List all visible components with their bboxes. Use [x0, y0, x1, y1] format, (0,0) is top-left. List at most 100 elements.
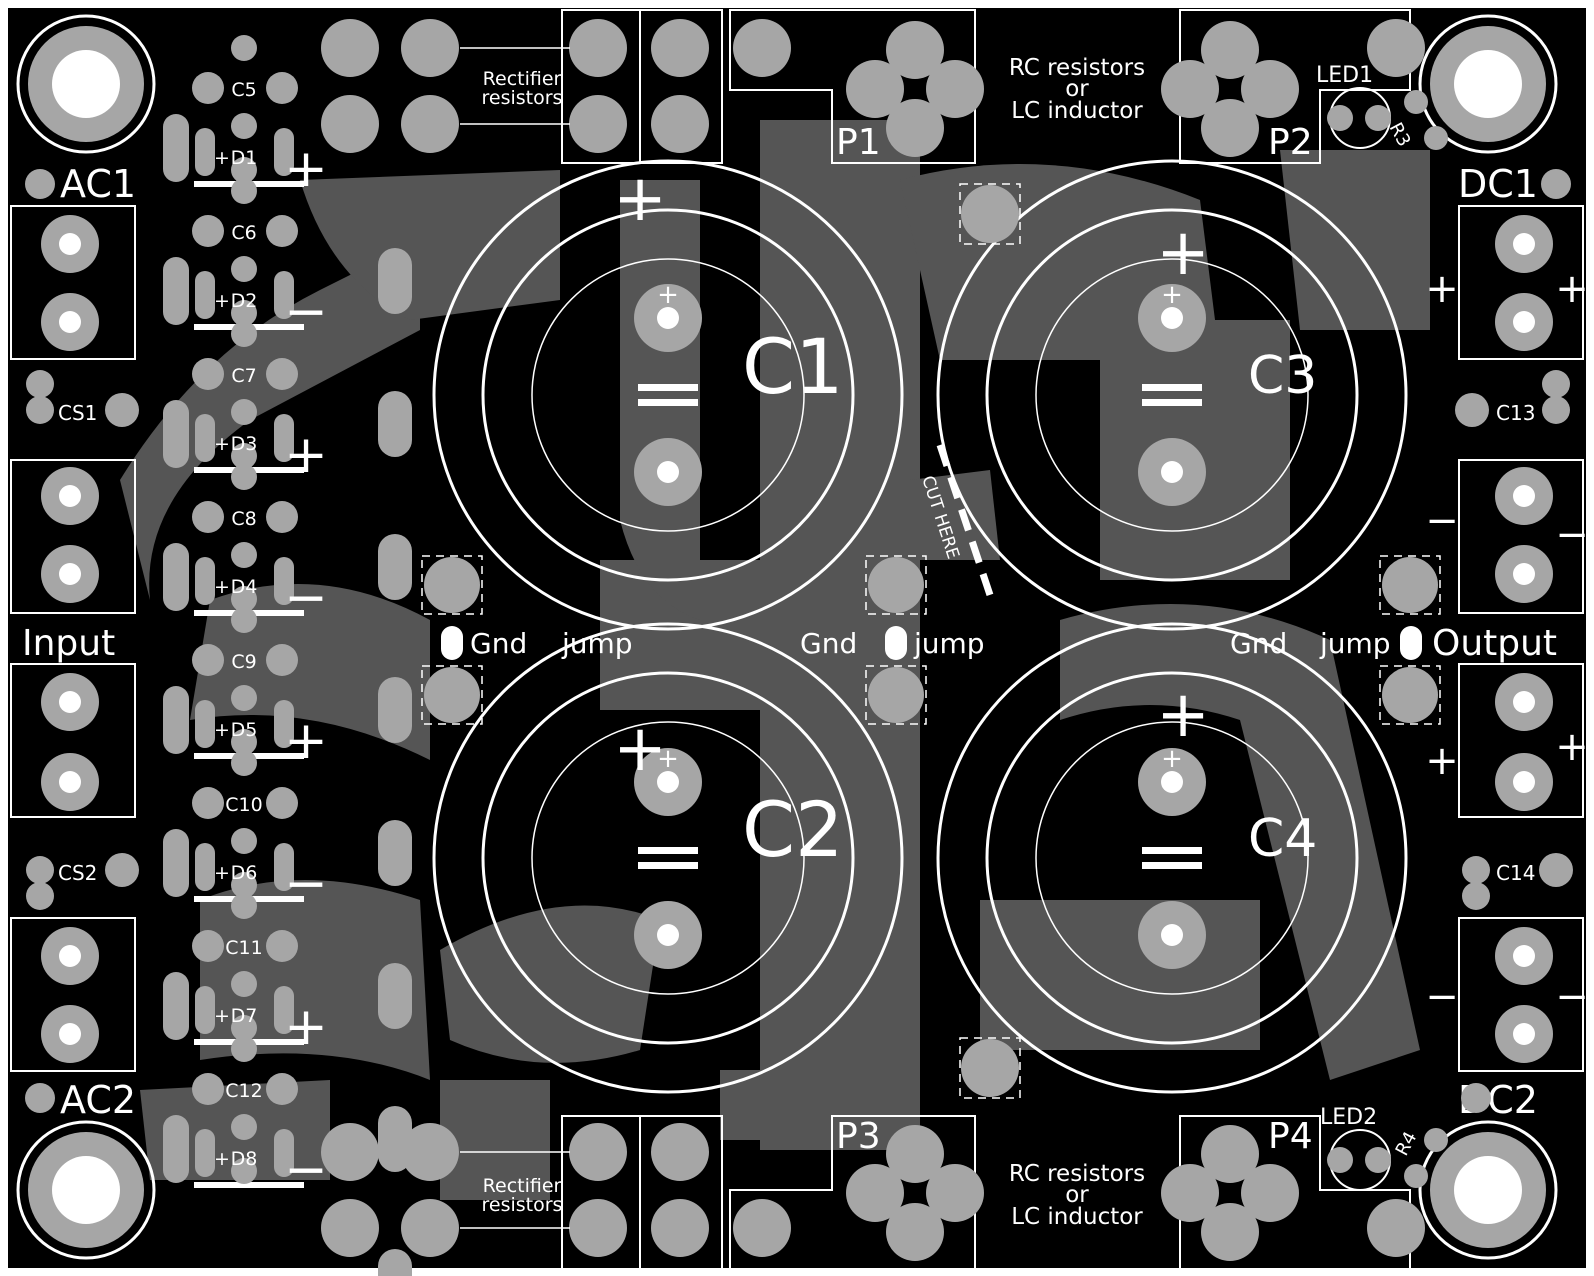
c14-label: C14	[1496, 861, 1535, 885]
dc1-label: DC1	[1458, 162, 1538, 206]
capacitor-c3: + + C3	[936, 159, 1408, 631]
filter-bottom-line2: or	[1065, 1182, 1089, 1208]
diode-pad-left-inner	[195, 1129, 215, 1177]
cap-pad-top	[231, 750, 257, 776]
mounting-hole-bottom-left	[16, 1120, 156, 1260]
c2-pin-plus: +	[657, 744, 679, 774]
diode-pad-left-inner	[195, 271, 215, 319]
snubbers	[25, 169, 1573, 1113]
cap-pad-top	[231, 607, 257, 633]
cap-pad-top	[231, 464, 257, 490]
c3-label: C3	[1248, 346, 1317, 406]
cap-pad-left	[192, 72, 224, 104]
output-polarity: + + − − + + − −	[1425, 266, 1589, 1020]
right-terminals	[1458, 205, 1584, 1072]
jump-label-1: jump	[561, 627, 633, 660]
diode-center-pad	[231, 872, 257, 898]
p2-label: P2	[1268, 122, 1313, 163]
diode-column: C5D1++C6D2+−C7D3++C8D4+−C9D5++C10D6+−C11…	[163, 35, 412, 1276]
dc2-minus-mark-2: −	[1555, 974, 1589, 1020]
dc1-plus-mark: +	[1425, 266, 1459, 312]
diode-pad-right	[274, 986, 294, 1034]
cap-pad-left	[192, 1073, 224, 1105]
p3-label: P3	[836, 1116, 881, 1157]
diode-pad-right	[274, 271, 294, 319]
cap-pad-bottom	[231, 828, 257, 854]
small-cap-label: C7	[231, 365, 256, 387]
c1-pin-plus: +	[657, 280, 679, 310]
diode-plus: +	[214, 433, 230, 455]
small-cap-label: C10	[225, 794, 262, 816]
cap-pad-bottom	[231, 542, 257, 568]
diode-center-pad	[231, 729, 257, 755]
dc1-minus-mark-2: −	[1555, 512, 1589, 558]
rectifier-resistors-top	[321, 9, 723, 164]
diode-pad-left-inner	[195, 414, 215, 462]
led2	[1327, 1128, 1448, 1191]
diode-bar	[194, 1182, 304, 1188]
diode-pad-right	[274, 700, 294, 748]
mounting-hole-bottom-right	[1418, 1120, 1558, 1260]
small-cap-label: C6	[231, 222, 256, 244]
cs1-label: CS1	[58, 401, 97, 425]
ground-jump-pads	[421, 183, 1441, 1099]
led1	[1327, 87, 1448, 150]
cap-pad-bottom	[231, 256, 257, 282]
c13-label: C13	[1496, 401, 1535, 425]
ac1-label: AC1	[60, 162, 136, 206]
diode-center-pad	[231, 300, 257, 326]
small-cap-label: C12	[225, 1080, 262, 1102]
cap-pad-left	[192, 501, 224, 533]
diode-label: D7	[231, 1005, 258, 1027]
diode-center-pad	[231, 157, 257, 183]
cap-pad-bottom	[231, 1114, 257, 1140]
output-label: Output	[1432, 623, 1557, 664]
rectifier-label-bottom-2: resistors	[482, 1194, 563, 1216]
dc2-minus-mark: −	[1425, 974, 1459, 1020]
dc2-plus-mark-2: +	[1555, 724, 1589, 770]
c4-plus-mark: +	[1156, 678, 1210, 752]
diode-center-pad	[231, 586, 257, 612]
small-cap-label: C8	[231, 508, 256, 530]
rail-plus-mark: +	[284, 139, 328, 199]
filter-bottom	[729, 1115, 1425, 1270]
diode-pad-left	[163, 257, 189, 325]
c1-plus-mark: +	[613, 162, 667, 236]
cap-pad-right	[266, 787, 298, 819]
rail-minus-mark: −	[284, 568, 328, 628]
diode-pad-left-inner	[195, 843, 215, 891]
jump-label-3: jump	[1319, 627, 1391, 660]
rail-pad	[378, 820, 412, 886]
c3-plus-mark: +	[1156, 216, 1210, 290]
rectifier-label-top-1: Rectifier	[483, 68, 562, 90]
rail-pad	[378, 963, 412, 1029]
rectifier-label-bottom-1: Rectifier	[483, 1175, 562, 1197]
diode-pad-left-inner	[195, 700, 215, 748]
diode-center-pad	[231, 1015, 257, 1041]
diode-label: D2	[231, 290, 258, 312]
diode-pad-left	[163, 543, 189, 611]
cap-pad-bottom	[231, 971, 257, 997]
capacitor-c2: + + C2	[432, 622, 904, 1094]
rail-pad	[378, 248, 412, 314]
diode-pad-left	[163, 972, 189, 1040]
capacitor-c4: + + C4	[936, 622, 1408, 1094]
filter-bottom-line3: LC inductor	[1011, 1204, 1143, 1230]
p4-label: P4	[1268, 1116, 1313, 1157]
diode-pad-left-inner	[195, 557, 215, 605]
diode-plus: +	[214, 1005, 230, 1027]
cap-pad-right	[266, 501, 298, 533]
rail-plus-mark: +	[284, 997, 328, 1057]
rail-minus-mark: −	[284, 1140, 328, 1200]
diode-pad-left	[163, 1115, 189, 1183]
diode-pad-right	[274, 843, 294, 891]
diode-label: D5	[231, 719, 258, 741]
filter-top-line3: LC inductor	[1011, 98, 1143, 124]
cap-pad-top	[231, 1036, 257, 1062]
rail-pad	[378, 1249, 412, 1276]
jump-label-2: jump	[913, 627, 985, 660]
mounting-hole-top-left	[16, 14, 156, 154]
diode-pad-left	[163, 686, 189, 754]
c3-pin-plus: +	[1161, 280, 1183, 310]
diode-label: D1	[231, 147, 258, 169]
